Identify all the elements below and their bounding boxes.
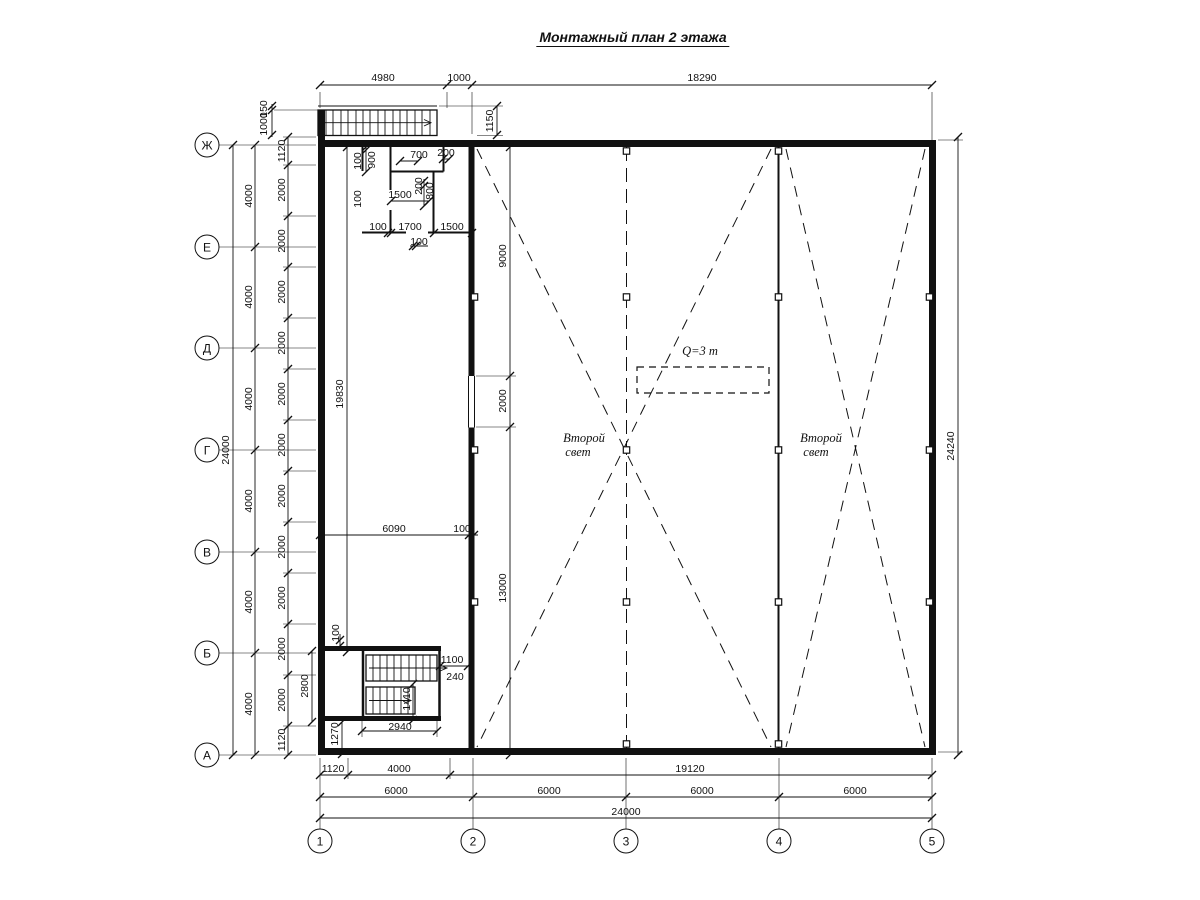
- dim-label: 4000: [387, 762, 411, 775]
- dim-label: 2940: [388, 720, 412, 733]
- axis-bubble-row: Е: [194, 234, 220, 260]
- axis-bubble-row: Д: [194, 335, 220, 361]
- dim-label: 100: [410, 235, 428, 248]
- dim-label: 1000: [447, 71, 471, 84]
- dim-label: 2000: [275, 280, 288, 304]
- dim-label: 24000: [611, 805, 641, 818]
- dim-label: 2000: [275, 637, 288, 661]
- dim-label: 200: [412, 177, 425, 195]
- dim-label: 2000: [275, 178, 288, 202]
- dim-label: 200: [437, 146, 455, 159]
- dim-label: 24000: [219, 435, 232, 465]
- dim-label: 1500: [440, 220, 464, 233]
- axis-bubble-col: 2: [460, 828, 486, 854]
- axis-bubble-row: А: [194, 742, 220, 768]
- dim-label: 2000: [275, 484, 288, 508]
- dim-label: 1000: [257, 112, 270, 136]
- dim-label: 2000: [275, 535, 288, 559]
- dim-label: 6000: [690, 784, 714, 797]
- dim-label: 13000: [496, 573, 509, 603]
- plan-annotation: Q=3 т: [680, 343, 720, 358]
- dim-label: 18290: [687, 71, 717, 84]
- dim-label: 4000: [242, 387, 255, 411]
- dim-label: 900: [365, 151, 378, 169]
- dim-label: 1120: [275, 139, 288, 163]
- walls: [318, 110, 936, 755]
- plan-annotation: Второй: [561, 430, 607, 445]
- dim-label: 6000: [537, 784, 561, 797]
- dim-label: 6000: [843, 784, 867, 797]
- dim-label: 4000: [242, 590, 255, 614]
- dim-label: 2800: [298, 674, 311, 698]
- axis-bubble-row: Г: [194, 437, 220, 463]
- extension-lines: [218, 92, 963, 830]
- axis-bubble-col: 3: [613, 828, 639, 854]
- dim-label: 19120: [675, 762, 705, 775]
- dim-label: 2000: [275, 433, 288, 457]
- dim-label: 6000: [384, 784, 408, 797]
- dim-label: 100: [351, 152, 364, 170]
- axis-bubble-col: 5: [919, 828, 945, 854]
- crane-outline: [636, 366, 770, 394]
- plan-annotation: Второй: [798, 430, 844, 445]
- dim-label: 6090: [382, 522, 406, 535]
- dim-label: 24240: [944, 431, 957, 461]
- dim-label: 1410: [400, 687, 413, 711]
- dim-label: 2000: [275, 586, 288, 610]
- dim-label: 4000: [242, 285, 255, 309]
- dim-label: 2000: [275, 229, 288, 253]
- dim-label: 2000: [275, 331, 288, 355]
- dim-label: 240: [446, 670, 464, 683]
- dim-label: 2000: [275, 382, 288, 406]
- plan-annotation: свет: [563, 444, 593, 459]
- dim-label: 1270: [328, 722, 341, 746]
- plan-annotation: свет: [801, 444, 831, 459]
- dim-label: 700: [410, 148, 428, 161]
- stair-top: [317, 105, 438, 137]
- dim-label: 4000: [242, 184, 255, 208]
- dim-label: 4000: [242, 692, 255, 716]
- dim-label: 100: [369, 220, 387, 233]
- axis-bubble-col: 1: [307, 828, 333, 854]
- dim-label: 1120: [321, 762, 345, 775]
- dim-label: 100: [453, 522, 471, 535]
- axis-bubble-row: Б: [194, 640, 220, 666]
- axis-bubble-col: 4: [766, 828, 792, 854]
- dim-label: 100: [351, 190, 364, 208]
- dim-label: 4000: [242, 489, 255, 513]
- stair-bottom: [365, 654, 449, 715]
- dim-label: 1100: [440, 653, 464, 666]
- dim-label: 9000: [496, 244, 509, 268]
- dim-label: 2000: [275, 688, 288, 712]
- dim-label: 1500: [388, 188, 412, 201]
- dim-label: 100: [329, 624, 342, 642]
- dim-label: 19830: [333, 379, 346, 409]
- dim-label: 1700: [398, 220, 422, 233]
- dim-label: 4980: [371, 71, 395, 84]
- dim-label: 800: [423, 182, 436, 200]
- dim-label: 2000: [496, 389, 509, 413]
- wall-opening-jambs: [468, 376, 475, 428]
- dim-label: 1150: [483, 109, 496, 133]
- dim-label: 1120: [275, 728, 288, 752]
- axis-bubble-row: Ж: [194, 132, 220, 158]
- axis-bubble-row: В: [194, 539, 220, 565]
- drawing-title: Монтажный план 2 этажа: [536, 29, 730, 47]
